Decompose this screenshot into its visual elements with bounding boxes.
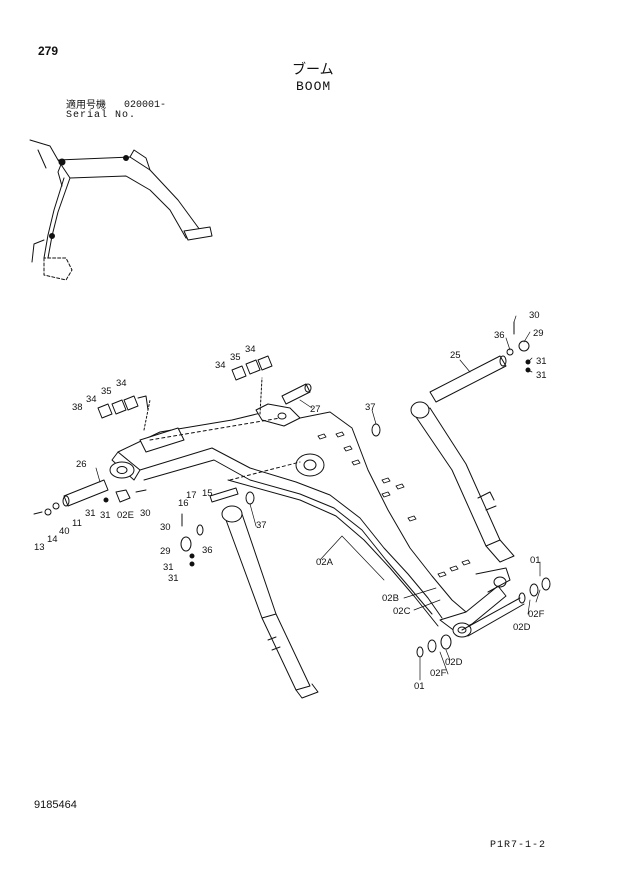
part-label: 35 <box>101 386 112 397</box>
document-number: 9185464 <box>34 799 77 811</box>
part-label: 02D <box>513 622 531 633</box>
part-label: 26 <box>76 459 87 470</box>
serial-label-japanese: 適用号機 <box>66 100 106 111</box>
part-label: 34 <box>245 344 256 355</box>
part-label: 29 <box>160 546 171 557</box>
part-label: 02C <box>393 606 411 617</box>
part-label: 01 <box>414 681 425 692</box>
part-label: 36 <box>494 330 505 341</box>
boom-cylinder-left <box>221 505 319 699</box>
part-label: 13 <box>34 542 45 553</box>
part-label: 02A <box>316 557 334 568</box>
part-label: 34 <box>215 360 226 371</box>
pin-25 <box>429 321 531 403</box>
pin-26 <box>33 479 147 516</box>
part-label: 30 <box>140 508 151 519</box>
part-label: 27 <box>310 404 321 415</box>
part-label: 02F <box>430 668 447 679</box>
part-label: 31 <box>536 370 547 381</box>
part-number-labels: 30 29 36 31 31 25 34 35 34 34 35 34 38 3… <box>34 310 547 692</box>
title-english: BOOM <box>296 79 332 94</box>
part-label: 31 <box>163 562 174 573</box>
part-label: 14 <box>47 534 58 545</box>
part-label: 37 <box>256 520 267 531</box>
part-label: 31 <box>536 356 547 367</box>
pin-27 <box>281 383 312 405</box>
part-label: 02F <box>528 609 545 620</box>
page-number: 279 <box>38 44 59 58</box>
part-label: 29 <box>533 328 544 339</box>
title-japanese: ブーム <box>292 61 334 77</box>
boom-cylinder-right <box>410 401 515 563</box>
leader-lines <box>95 315 541 681</box>
part-label: 25 <box>450 350 461 361</box>
figure-code: P1R7-1-2 <box>490 840 547 851</box>
key-map-thumbnail <box>29 139 213 281</box>
boom-body <box>109 403 525 638</box>
shim-plates <box>97 355 273 431</box>
serial-label-english: Serial No. <box>66 110 137 121</box>
small-hardware <box>180 423 551 658</box>
part-label: 30 <box>160 522 171 533</box>
part-label: 16 <box>178 498 189 509</box>
part-label: 15 <box>202 488 213 499</box>
part-label: 37 <box>365 402 376 413</box>
part-label: 36 <box>202 545 213 556</box>
part-label: 34 <box>86 394 97 405</box>
part-label: 11 <box>72 518 82 529</box>
part-label: 17 <box>186 490 197 501</box>
part-label: 31 <box>85 508 96 519</box>
part-label: 40 <box>59 526 70 537</box>
part-label: 02E <box>117 510 134 521</box>
part-label: 31 <box>168 573 179 584</box>
part-label: 30 <box>529 310 540 321</box>
part-label: 02D <box>445 657 463 668</box>
part-label: 02B <box>382 593 399 604</box>
part-label: 31 <box>100 510 111 521</box>
part-label: 34 <box>116 378 127 389</box>
part-label: 38 <box>72 402 83 413</box>
part-label: 01 <box>530 555 541 566</box>
serial-value: 020001- <box>124 100 167 111</box>
part-label: 35 <box>230 352 241 363</box>
